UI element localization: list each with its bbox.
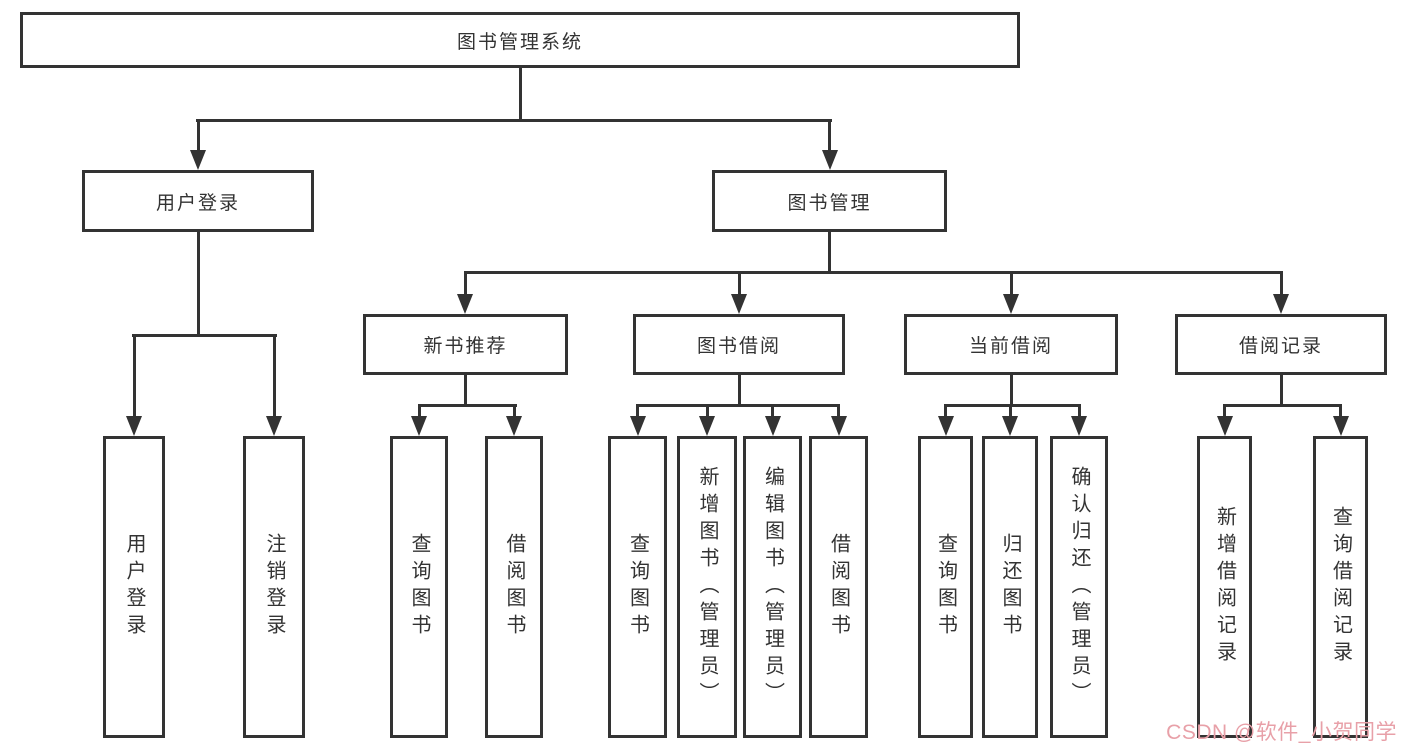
connector-line xyxy=(636,404,639,418)
arrow-down-icon xyxy=(1003,294,1019,314)
connector-line xyxy=(771,404,774,418)
leaf-query-books-current: 查询图书 xyxy=(918,436,973,738)
connector-line xyxy=(464,271,1283,274)
connector-line xyxy=(1339,404,1342,418)
connector-line xyxy=(132,334,277,337)
node-label: 用户登录 xyxy=(155,192,240,214)
node-label: 图书管理 xyxy=(787,192,872,214)
leaf-label: 查询图书 xyxy=(626,533,649,641)
connector-line xyxy=(196,119,832,122)
leaf-query-books-recommend: 查询图书 xyxy=(390,436,448,738)
leaf-label: 查询图书 xyxy=(934,533,957,641)
connector-line xyxy=(636,404,840,407)
node-label: 图书管理系统 xyxy=(456,31,583,53)
connector-line xyxy=(837,404,840,418)
connector-line xyxy=(513,404,516,418)
connector-line xyxy=(1010,271,1013,296)
node-label: 图书借阅 xyxy=(696,336,781,357)
arrow-down-icon xyxy=(822,150,838,170)
leaf-logout: 注销登录 xyxy=(243,436,305,738)
leaf-label: 借阅图书 xyxy=(503,533,525,641)
watermark: CSDN @软件_小贺同学 xyxy=(1166,721,1397,744)
connector-line xyxy=(519,68,522,122)
node-new-book-recommend: 新书推荐 xyxy=(363,314,568,375)
leaf-label: 查询借阅记录 xyxy=(1329,506,1352,668)
leaf-label: 新增图书（管理员） xyxy=(696,465,718,709)
arrow-down-icon xyxy=(506,416,522,436)
arrow-down-icon xyxy=(630,416,646,436)
leaf-add-borrow-record: 新增借阅记录 xyxy=(1197,436,1252,738)
arrow-down-icon xyxy=(765,416,781,436)
leaf-label: 借阅图书 xyxy=(827,533,850,641)
leaf-label: 用户登录 xyxy=(123,533,145,641)
connector-line xyxy=(944,404,947,418)
connector-line xyxy=(1280,375,1283,406)
connector-line xyxy=(1078,404,1081,418)
connector-line xyxy=(197,119,200,152)
connector-line xyxy=(418,404,517,407)
leaf-query-borrow-record: 查询借阅记录 xyxy=(1313,436,1368,738)
connector-line xyxy=(944,404,1081,407)
arrow-down-icon xyxy=(1002,416,1018,436)
arrow-down-icon xyxy=(831,416,847,436)
connector-line xyxy=(1223,404,1342,407)
connector-line xyxy=(1009,404,1012,418)
arrow-down-icon xyxy=(126,416,142,436)
leaf-user-login: 用户登录 xyxy=(103,436,165,738)
connector-line xyxy=(1223,404,1226,418)
arrow-down-icon xyxy=(1217,416,1233,436)
connector-line xyxy=(464,375,467,406)
node-book-management-system: 图书管理系统 xyxy=(20,12,1020,68)
node-book-borrowing: 图书借阅 xyxy=(633,314,845,375)
connector-line xyxy=(828,119,831,152)
connector-line xyxy=(1280,271,1283,296)
leaf-label: 编辑图书（管理员） xyxy=(761,465,784,709)
arrow-down-icon xyxy=(266,416,282,436)
arrow-down-icon xyxy=(1273,294,1289,314)
leaf-edit-books-admin: 编辑图书（管理员） xyxy=(743,436,802,738)
node-borrowing-records: 借阅记录 xyxy=(1175,314,1387,375)
connector-line xyxy=(197,232,200,337)
connector-line xyxy=(273,334,276,418)
arrow-down-icon xyxy=(731,294,747,314)
connector-line xyxy=(706,404,709,418)
leaf-borrow-books-borrowing: 借阅图书 xyxy=(809,436,868,738)
node-label: 新书推荐 xyxy=(423,336,508,357)
node-book-management: 图书管理 xyxy=(712,170,947,232)
connector-line xyxy=(418,404,421,418)
leaf-label: 新增借阅记录 xyxy=(1213,506,1236,668)
leaf-label: 查询图书 xyxy=(408,533,430,641)
leaf-label: 注销登录 xyxy=(263,533,285,641)
connector-line xyxy=(1010,375,1013,406)
arrow-down-icon xyxy=(699,416,715,436)
connector-line xyxy=(828,232,831,274)
arrow-down-icon xyxy=(938,416,954,436)
connector-line xyxy=(133,334,136,418)
node-user-login: 用户登录 xyxy=(82,170,314,232)
arrow-down-icon xyxy=(457,294,473,314)
arrow-down-icon xyxy=(190,150,206,170)
leaf-confirm-return-admin: 确认归还（管理员） xyxy=(1050,436,1108,738)
leaf-query-books-borrowing: 查询图书 xyxy=(608,436,667,738)
arrow-down-icon xyxy=(1333,416,1349,436)
arrow-down-icon xyxy=(1071,416,1087,436)
arrow-down-icon xyxy=(411,416,427,436)
connector-line xyxy=(464,271,467,296)
node-label: 当前借阅 xyxy=(968,336,1053,357)
connector-line xyxy=(738,375,741,406)
node-current-borrowing: 当前借阅 xyxy=(904,314,1118,375)
leaf-return-books: 归还图书 xyxy=(982,436,1038,738)
node-label: 借阅记录 xyxy=(1238,336,1323,357)
leaf-add-books-admin: 新增图书（管理员） xyxy=(677,436,737,738)
leaf-borrow-books-recommend: 借阅图书 xyxy=(485,436,543,738)
leaf-label: 确认归还（管理员） xyxy=(1068,465,1090,709)
leaf-label: 归还图书 xyxy=(999,533,1021,641)
connector-line xyxy=(738,271,741,296)
